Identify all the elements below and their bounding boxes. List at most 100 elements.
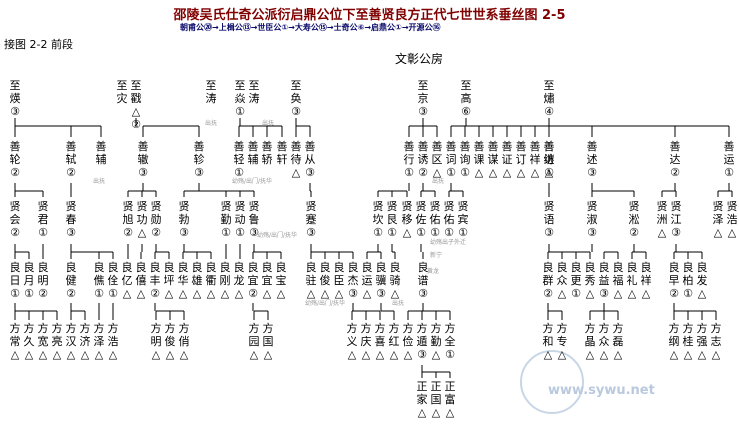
person-fang-8: 方明△ xyxy=(150,322,162,361)
person-char: 善 xyxy=(529,140,541,153)
person-char: 亮 xyxy=(51,335,63,348)
person-char: 良 xyxy=(598,261,610,274)
person-char: 方 xyxy=(416,322,428,335)
person-fang-25: 方磊△ xyxy=(612,322,624,361)
person-char: △ xyxy=(151,348,161,361)
person-char: △ xyxy=(80,348,90,361)
person-liang-13: 良刚△ xyxy=(219,261,231,300)
person-char: 勤 xyxy=(220,213,232,226)
person-char: 良 xyxy=(275,261,287,274)
person-char: 良 xyxy=(361,261,373,274)
person-shan-16: 善课△ xyxy=(473,140,485,179)
person-char: ③ xyxy=(305,166,315,179)
person-char: 贤 xyxy=(136,200,148,213)
person-char: 志 xyxy=(710,335,722,348)
person-char: ② xyxy=(131,118,141,131)
person-char: ③ xyxy=(194,166,204,179)
person-char: ① xyxy=(446,166,456,179)
person-char: 良 xyxy=(570,261,582,274)
person-char: △ xyxy=(417,406,427,419)
person-char: 良 xyxy=(219,261,231,274)
person-char: ① xyxy=(235,105,245,118)
person-char: 丰 xyxy=(149,274,161,287)
person-fang-6: 方泽△ xyxy=(93,322,105,361)
person-char: 善 xyxy=(137,140,149,153)
person-char: 良 xyxy=(682,261,694,274)
person-char: 证 xyxy=(501,153,513,166)
person-liang-6: 良亿△ xyxy=(121,261,133,300)
person-char: 驻 xyxy=(305,274,317,287)
person-xian-21: 贤洲△ xyxy=(656,200,668,239)
person-char: △ xyxy=(52,348,62,361)
person-char: 贤 xyxy=(415,200,427,213)
person-char: 坪 xyxy=(163,274,175,287)
person-char: 坎 xyxy=(372,213,384,226)
person-char: 方 xyxy=(150,322,162,335)
person-fang-19: 方勤△ xyxy=(430,322,442,361)
person-char: ① xyxy=(94,287,104,300)
person-shan-8: 善轩 xyxy=(276,140,288,166)
person-char: 良 xyxy=(23,261,35,274)
person-char: 蹇 xyxy=(305,213,317,226)
person-char: 僬 xyxy=(93,274,105,287)
person-char: 勃 xyxy=(178,213,190,226)
person-char: 艮 xyxy=(386,213,398,226)
person-char: △ xyxy=(178,287,188,300)
person-liang-33: 良祥△ xyxy=(640,261,652,300)
person-char: 述 xyxy=(586,153,598,166)
person-char: △ xyxy=(320,287,330,300)
person-char: ③ xyxy=(348,287,358,300)
person-xian-23: 贤泽△ xyxy=(712,200,724,239)
person-char: 红 xyxy=(388,335,400,348)
person-char: 辅 xyxy=(95,153,107,166)
person-char: 淑 xyxy=(586,213,598,226)
person-char: ③ xyxy=(291,105,301,118)
person-shan-18: 善证△ xyxy=(501,140,513,179)
person-char: 方 xyxy=(668,322,680,335)
person-char: 订 xyxy=(515,153,527,166)
person-char: 方 xyxy=(37,322,49,335)
person-char: ③ xyxy=(249,226,259,239)
person-char: 善 xyxy=(473,140,485,153)
person-char: △ xyxy=(334,287,344,300)
person-char: 贤 xyxy=(65,200,77,213)
person-char: 诱 xyxy=(417,153,429,166)
person-char: ③ xyxy=(671,226,681,239)
person-char: 善 xyxy=(247,140,259,153)
person-char: △ xyxy=(262,287,272,300)
person-char: △ xyxy=(249,348,259,361)
annotation-note: 幼殇/出门/抚华 xyxy=(232,178,273,185)
person-char: ② xyxy=(38,287,48,300)
person-char: ② xyxy=(670,166,680,179)
person-char: 良 xyxy=(261,261,273,274)
person-char: 善 xyxy=(233,140,245,153)
person-char: 华 xyxy=(177,274,189,287)
person-char: ① xyxy=(235,226,245,239)
person-char: △ xyxy=(432,166,442,179)
person-char: △ xyxy=(713,226,723,239)
person-char: 方 xyxy=(696,322,708,335)
person-char: 佐 xyxy=(415,213,427,226)
person-char: 良 xyxy=(191,261,203,274)
annotation-note: 出抚 xyxy=(262,120,275,127)
person-char: ② xyxy=(10,166,20,179)
person-liang-29: 良秀△ xyxy=(584,261,596,300)
person-char: ③ xyxy=(10,105,20,118)
person-char: △ xyxy=(390,287,400,300)
person-char: 方 xyxy=(682,322,694,335)
person-char: 贤 xyxy=(372,200,384,213)
person-char: ⑥ xyxy=(461,105,471,118)
person-char: 方 xyxy=(556,322,568,335)
person-char: ① xyxy=(387,226,397,239)
person-char: △ xyxy=(164,287,174,300)
person-char: 臣 xyxy=(333,274,345,287)
person-char: 日 xyxy=(9,274,21,287)
person-fang-9: 方俊△ xyxy=(164,322,176,361)
